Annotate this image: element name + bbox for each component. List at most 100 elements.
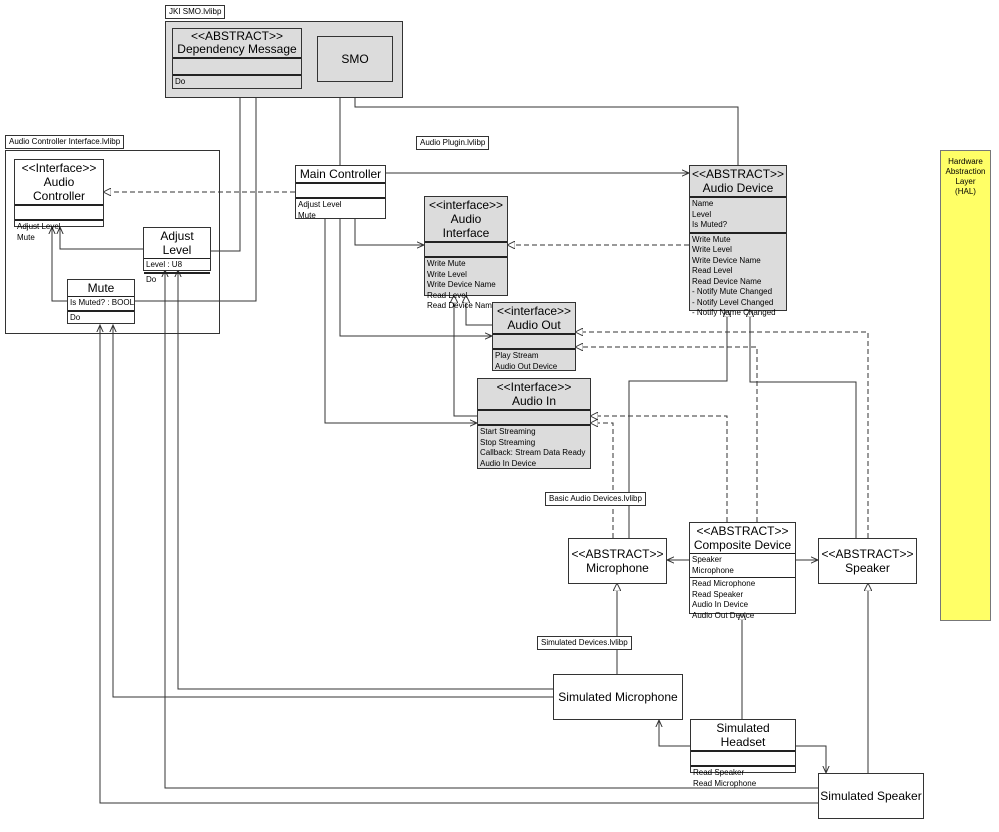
attribute: Microphone (692, 565, 734, 575)
method: Read Device Name (692, 276, 762, 286)
note-line: (HAL) (955, 187, 976, 196)
note-line: Layer (955, 177, 976, 186)
link-simmic-adjust (178, 270, 553, 690)
class-name: Speaker (845, 561, 890, 575)
class-name: Microphone (586, 561, 649, 575)
attribute: Is Muted? (692, 220, 728, 229)
class-simulated-microphone[interactable]: Simulated Microphone (553, 674, 683, 720)
method: Start Streaming (480, 427, 536, 436)
class-name: Audio Interface (442, 212, 490, 240)
link-speaker-device (750, 310, 857, 538)
class-speaker[interactable]: <<ABSTRACT>> Speaker (818, 538, 917, 584)
method: Adjust Level (298, 200, 342, 209)
link-composite-audioout (576, 347, 758, 522)
method: Write Level (692, 245, 732, 254)
method: Audio In Device (480, 458, 537, 468)
method: - Notify Name Changed (692, 308, 776, 317)
stereotype: <<interface>> (428, 198, 504, 212)
class-name: Audio Controller (32, 175, 86, 203)
attribute: Is Muted? : BOOL (70, 298, 135, 307)
method: Do (146, 274, 157, 284)
link-headset-simmic (659, 720, 690, 747)
method: Callback: Stream Data Ready (480, 448, 586, 457)
link-mic-device (628, 310, 727, 538)
method: Read Microphone (693, 778, 757, 788)
link-mute-depmsg (134, 89, 256, 302)
method: Write Device Name (427, 280, 496, 289)
method: Read Level (427, 290, 468, 300)
method: Play Stream (495, 351, 539, 360)
method: Read Speaker (693, 768, 745, 777)
stereotype: <<interface>> (496, 304, 572, 318)
attribute: Level : U8 (146, 260, 183, 269)
method: Write Mute (427, 259, 466, 268)
link-simmic-mute (113, 325, 553, 698)
package-tab-basic: Basic Audio Devices.lvlibp (545, 492, 646, 506)
link-main-audioin (324, 219, 477, 423)
package-tab-plugin: Audio Plugin.lvlibp (416, 136, 490, 150)
class-name: Simulated Speaker (820, 789, 922, 803)
method: Stop Streaming (480, 437, 536, 447)
link-adjust-depmsg (211, 89, 240, 252)
link-headset-simspeaker (796, 745, 826, 773)
method: Mute (17, 232, 35, 242)
class-name: Audio Device (702, 181, 774, 195)
link-main-interface (354, 219, 424, 245)
attribute: Level (692, 209, 712, 219)
package-controller (5, 150, 220, 334)
link-mic-audioin (591, 423, 614, 538)
stereotype: <<ABSTRACT>> (571, 547, 664, 561)
link-composite-audioin (591, 416, 728, 522)
class-audio-in[interactable]: <<Interface>>Audio In Start Streaming St… (477, 378, 591, 469)
link-simspeaker-mute (100, 325, 818, 804)
class-name: Simulated Headset (716, 721, 770, 749)
class-name: Audio In (511, 394, 557, 408)
method: Adjust Level (17, 222, 61, 231)
class-simulated-speaker[interactable]: Simulated Speaker (818, 773, 924, 819)
class-name: Simulated Microphone (558, 690, 678, 704)
class-adjust-level[interactable]: Adjust Level Level : U8 Do (143, 227, 211, 284)
note-line: Hardware (948, 157, 983, 166)
class-audio-controller[interactable]: <<Interface>>Audio Controller Adjust Lev… (14, 159, 104, 242)
method: Do (175, 77, 186, 86)
method: Read Device Name (427, 301, 497, 310)
class-composite-device[interactable]: <<ABSTRACT>>Composite Device Speaker Mic… (689, 522, 796, 620)
stereotype: <<ABSTRACT>> (821, 547, 914, 561)
attribute: Speaker (692, 555, 722, 564)
method: Read Speaker (692, 589, 744, 599)
method: Read Level (692, 266, 733, 275)
link-speaker-audioout (576, 332, 869, 538)
class-name: SMO (341, 52, 369, 66)
note-hal: Hardware Abstraction Layer (HAL) (940, 150, 991, 621)
stereotype: <<ABSTRACT>> (692, 167, 785, 181)
class-mute[interactable]: Mute Is Muted? : BOOL Do (67, 279, 135, 324)
method: Audio Out Device (692, 610, 755, 620)
stereotype: <<ABSTRACT>> (696, 524, 789, 538)
method: Read Microphone (692, 579, 756, 588)
class-audio-device[interactable]: <<ABSTRACT>>Audio Device Name Level Is M… (689, 165, 787, 317)
class-audio-interface[interactable]: <<interface>>Audio Interface Write Mute … (424, 196, 508, 310)
stereotype: <<Interface>> (496, 380, 572, 394)
class-microphone[interactable]: <<ABSTRACT>> Microphone (568, 538, 667, 584)
link-audioout-interface (466, 296, 492, 326)
class-smo[interactable]: SMO (317, 36, 393, 82)
link-audioin-interface (454, 296, 477, 417)
class-name: Composite Device (693, 538, 792, 552)
method: Mute (298, 210, 316, 220)
method: Audio Out Device (495, 361, 558, 371)
class-name: Dependency Message (177, 42, 297, 56)
link-main-audioout (339, 219, 492, 336)
class-dependency-message[interactable]: <<ABSTRACT>>Dependency Message Do (172, 28, 302, 89)
link-simspeaker-adjust (165, 270, 818, 789)
method: Write Device Name (692, 255, 761, 265)
stereotype: <<ABSTRACT>> (190, 29, 284, 43)
link-adjust-controller (60, 227, 144, 250)
attribute: Name (692, 199, 714, 208)
class-name: Main Controller (299, 167, 382, 181)
package-tab-controller: Audio Controller Interface.lvlibp (5, 135, 125, 149)
method: Write Level (427, 269, 467, 279)
